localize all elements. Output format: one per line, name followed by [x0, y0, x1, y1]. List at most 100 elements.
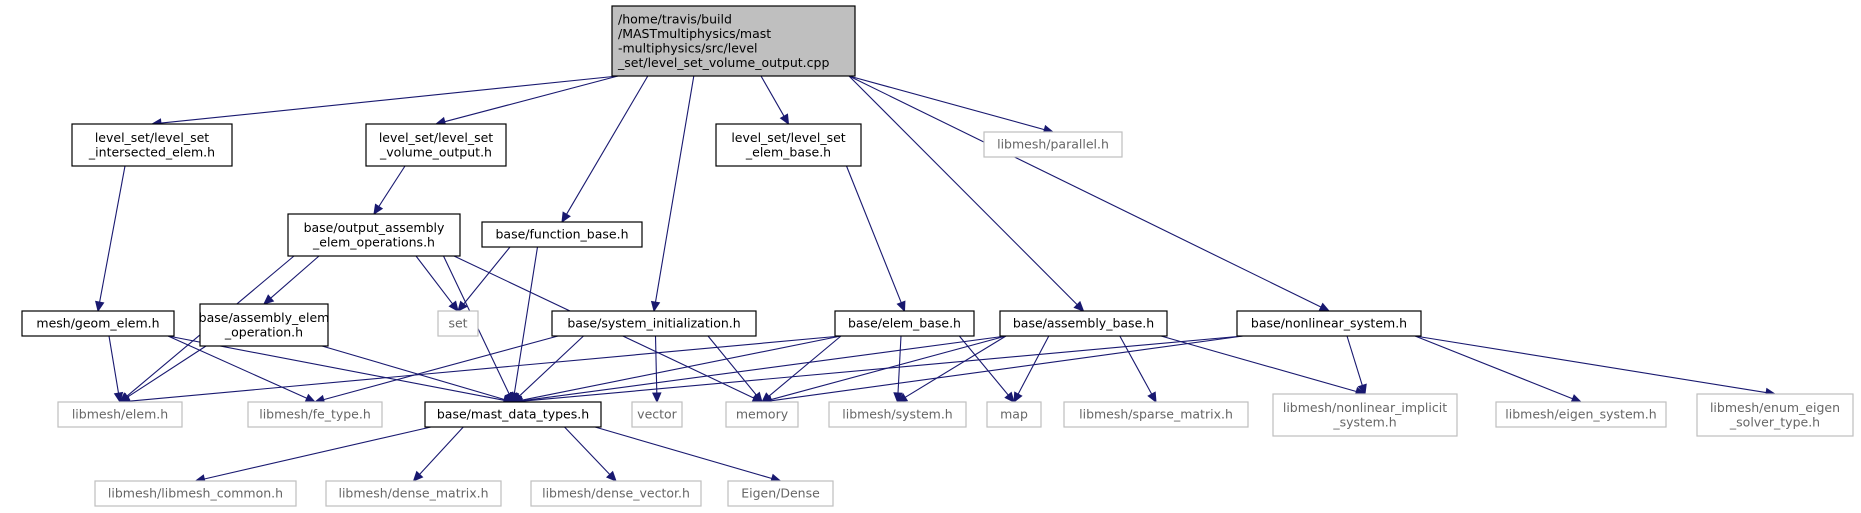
- edge-line: [323, 335, 559, 401]
- node-root[interactable]: /home/travis/build/MASTmultiphysics/mast…: [611, 5, 856, 77]
- edge-line: [521, 335, 1007, 402]
- edge-mdt-to-eigd: [594, 426, 782, 483]
- arrowhead: [113, 391, 124, 404]
- edge-line: [564, 426, 611, 475]
- edge-line: [958, 335, 1009, 396]
- node-oaeo[interactable]: base/output_assembly_elem_operations.h: [287, 213, 461, 257]
- node-lsvo[interactable]: level_set/level_set_volume_output.h: [365, 123, 507, 167]
- node-ge[interactable]: mesh/geom_elem.h: [21, 310, 175, 337]
- edge-eb-to-map: [958, 335, 1015, 403]
- node-label-line: libmesh/sparse_matrix.h: [1079, 407, 1233, 422]
- node-box: [437, 310, 479, 337]
- node-ab[interactable]: base/assembly_base.h: [999, 310, 1168, 337]
- node-fetype: libmesh/fe_type.h: [247, 401, 383, 428]
- edge-root-to-parallel: [848, 75, 1055, 135]
- node-lsi[interactable]: level_set/level_set_intersected_elem.h: [71, 123, 233, 167]
- node-label-line: set: [448, 316, 467, 331]
- arrowhead: [652, 392, 662, 404]
- node-parallel: libmesh/parallel.h: [983, 131, 1123, 158]
- edge-line: [444, 75, 619, 123]
- edge-line: [707, 335, 757, 396]
- node-box: [1272, 393, 1458, 437]
- node-label-line: _elem_base.h: [745, 144, 831, 159]
- edge-line: [127, 345, 207, 398]
- edge-aeo-to-elem: [118, 345, 207, 403]
- node-box: [1495, 401, 1667, 428]
- edge-line: [1414, 335, 1767, 394]
- edge-line: [270, 255, 320, 299]
- arrowhead: [561, 211, 571, 224]
- node-dm: libmesh/dense_matrix.h: [325, 480, 502, 507]
- edge-line: [1414, 335, 1573, 400]
- node-label-line: /home/travis/build: [618, 11, 732, 26]
- node-label-line: level_set/level_set: [95, 130, 209, 145]
- node-box: [94, 480, 297, 507]
- node-box: [727, 480, 834, 507]
- node-aeo[interactable]: base/assembly_elem_operation.h: [199, 303, 330, 347]
- edge-line: [1346, 335, 1363, 386]
- node-nlis: libmesh/nonlinear_implicit_system.h: [1272, 393, 1458, 437]
- node-label-line: _system.h: [1332, 414, 1396, 429]
- node-box: [834, 310, 975, 337]
- node-label-line: memory: [736, 407, 789, 422]
- node-label-line: libmesh/system.h: [842, 407, 952, 422]
- edge-line: [521, 335, 842, 401]
- edge-ab-to-nlis: [1160, 335, 1367, 397]
- edge-line: [566, 75, 649, 215]
- node-ns[interactable]: base/nonlinear_system.h: [1236, 310, 1422, 337]
- node-eest: libmesh/enum_eigen_solver_type.h: [1696, 393, 1854, 437]
- node-map: map: [986, 401, 1042, 428]
- node-box: [983, 131, 1123, 158]
- node-label-line: libmesh/dense_vector.h: [542, 486, 690, 501]
- edge-mdt-to-dm: [412, 426, 464, 482]
- node-label-line: _volume_output.h: [379, 144, 492, 159]
- node-mdt[interactable]: base/mast_data_types.h: [424, 401, 602, 428]
- edge-line: [99, 165, 126, 303]
- arrowhead: [605, 470, 617, 482]
- node-label-line: libmesh/enum_eigen: [1710, 400, 1840, 415]
- arrowhead: [1004, 391, 1015, 403]
- node-label-line: _operation.h: [224, 324, 303, 339]
- node-eigd: Eigen/Dense: [727, 480, 834, 507]
- node-label-line: _solver_type.h: [1729, 414, 1820, 429]
- node-box: [715, 123, 862, 167]
- node-memory: memory: [725, 401, 799, 428]
- edge-eb-to-memory: [761, 335, 842, 403]
- node-label-line: level_set/level_set: [731, 130, 845, 145]
- edge-oaeo-to-set: [415, 255, 459, 312]
- edge-line: [1119, 335, 1153, 395]
- node-lseb[interactable]: level_set/level_set_elem_base.h: [715, 123, 862, 167]
- edge-line: [419, 426, 464, 475]
- edge-line: [519, 335, 584, 397]
- node-label-line: base/nonlinear_system.h: [1251, 316, 1407, 331]
- node-label-line: base/mast_data_types.h: [437, 407, 589, 422]
- node-box: [287, 213, 461, 257]
- edge-line: [654, 335, 658, 394]
- arrowhead: [448, 300, 459, 312]
- edge-line: [760, 75, 785, 117]
- node-eb[interactable]: base/elem_base.h: [834, 310, 975, 337]
- edge-line: [513, 246, 539, 394]
- node-box: [21, 310, 175, 337]
- node-box: [725, 401, 799, 428]
- arrowhead: [1357, 383, 1367, 396]
- node-box: [481, 221, 643, 248]
- edge-root-to-si: [650, 75, 695, 313]
- arrowhead: [373, 203, 384, 216]
- edge-ab-to-system: [896, 335, 1007, 403]
- node-label-line: Eigen/Dense: [741, 486, 820, 501]
- edge-line: [321, 345, 505, 401]
- edge-ns-to-nlis: [1346, 335, 1367, 396]
- edge-lseb-to-eb: [845, 165, 906, 313]
- edge-line: [845, 165, 902, 303]
- node-si[interactable]: base/system_initialization.h: [551, 310, 757, 337]
- node-fb[interactable]: base/function_base.h: [481, 221, 643, 248]
- node-label-line: vector: [637, 407, 678, 422]
- edge-line: [521, 335, 1244, 402]
- node-system: libmesh/system.h: [828, 401, 967, 428]
- node-label-line: level_set/level_set: [379, 130, 493, 145]
- edge-line: [770, 335, 1244, 402]
- arrowhead: [1318, 302, 1331, 312]
- node-eigsys: libmesh/eigen_system.h: [1495, 401, 1667, 428]
